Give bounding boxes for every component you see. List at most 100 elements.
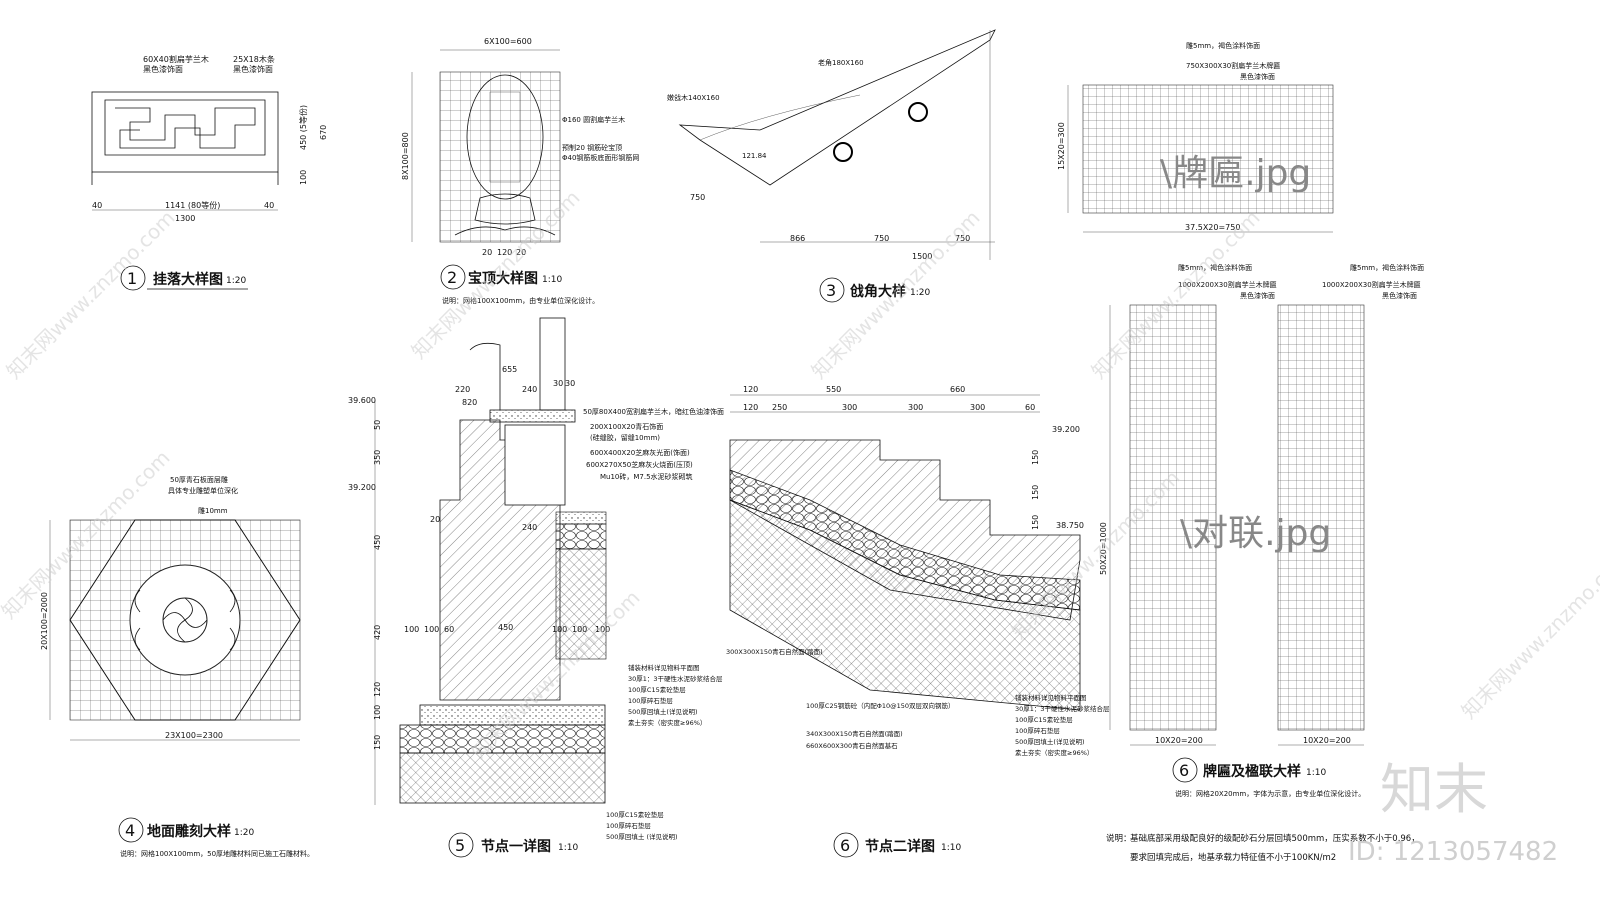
couplet-note-right-2: 1000X200X30割扁芋兰木牌匾: [1322, 280, 1421, 289]
general-note-label: 说明：: [1106, 833, 1132, 844]
v5-bottom-layer-2: 100厚碎石垫层: [606, 821, 651, 830]
v6a-top2-5: 300: [970, 403, 985, 412]
view-5-number: 5: [455, 836, 465, 855]
view-1-number: 1: [127, 269, 137, 288]
v5-callout-2: 200X100X20青石饰面: [590, 422, 663, 431]
v6a-layer-4: 100厚碎石垫层: [1015, 726, 1060, 735]
view-number-circle-5: [448, 832, 474, 858]
v3-dim-4: 1500: [912, 252, 932, 261]
view-6a-number: 6: [840, 836, 850, 855]
v5-top-3: 240: [522, 385, 537, 394]
v6a-side-2: 150: [1031, 485, 1040, 500]
watermark-8: 知末网www.znzmo.com: [1457, 546, 1600, 724]
brand-logo: 知末: [1380, 758, 1488, 821]
view-number-circle-4: [118, 817, 144, 843]
v5-top-5: 30: [565, 379, 575, 388]
v5-callout-6: Mu10砖，M7.5水泥砂浆砌筑: [600, 472, 693, 481]
v2-bottom-2: 120: [497, 248, 512, 257]
v2-note-2: 预制20 钢筋砼宝顶: [562, 143, 622, 152]
dim-v1-1: 1141 (80等份): [165, 200, 220, 210]
v5-callout-1: 50厚80X400宽割扁芋兰木，暗红色油漆饰面: [583, 407, 724, 416]
v6a-top-1: 120: [743, 385, 758, 394]
view-2-finial-detail: 6X100=600 8X100=800 Φ160 圆割扁芋兰木 预制20 钢筋砼…: [401, 37, 639, 305]
v5-inner-4: 100: [424, 625, 439, 634]
view-1-title: 挂落大样图: [153, 271, 223, 288]
v4-note: 说明：网格100X100mm，50厚地雕材料同已施工石雕材料。: [120, 849, 314, 858]
view-5-title: 节点一详图: [481, 838, 551, 855]
v5-layer-3: 100厚C15素砼垫层: [628, 685, 686, 694]
couplet-bottom-dim-right: 10X20=200: [1303, 736, 1351, 745]
v4-note-3: 雕10mm: [198, 506, 228, 515]
note-v1-3: 25X18木条: [233, 54, 275, 64]
v5-bottom-layer-3: 500厚回填土 (详见说明): [606, 832, 678, 841]
couplet-note-left-3: 黑色漆饰面: [1240, 291, 1275, 300]
watermark-1: 知末网www.znzmo.com: [2, 206, 180, 384]
v2-note: 说明：网格100X100mm，由专业单位深化设计。: [442, 296, 599, 305]
v6a-callout-2: 100厚C25钢筋砼（内配Φ10@150双层双向钢筋）: [806, 701, 955, 710]
couplet-bottom-dim-left: 10X20=200: [1155, 736, 1203, 745]
v5-layer-1: 铺装材料详见物料平面图: [628, 663, 700, 672]
v6a-top2-6: 60: [1025, 403, 1035, 412]
view-6-node-2-stair-section: 120 550 660 120 250 300 300 300 60 39.20…: [726, 385, 1110, 858]
v2-bottom-3: 20: [516, 248, 526, 257]
v6a-layer-6: 素土夯实（密实度≥96%）: [1015, 748, 1093, 757]
v5-inner-8: 100: [572, 625, 587, 634]
general-note: 说明： 基础底部采用级配良好的级配砂石分层回填500mm，压实系数不小于0.96…: [1106, 833, 1420, 863]
view-6b-number: 6: [1179, 761, 1189, 780]
view-number-circle-3: [819, 277, 845, 303]
view-number-circle-6a: [833, 832, 859, 858]
dim-v1-7: 100: [299, 170, 308, 185]
v4-note-1: 50厚青石板面层雕: [170, 475, 228, 484]
v5-level-1: 39.600: [348, 396, 376, 405]
v2-note-3: Φ40钢筋板底面形钢筋网: [562, 153, 639, 162]
couplet-image-text: \对联.jpg: [1180, 513, 1331, 554]
v5-side-5: 120: [373, 682, 382, 697]
v6a-top-2: 550: [826, 385, 841, 394]
dim-v1-6: 670: [319, 125, 328, 140]
v5-side-2: 350: [373, 450, 382, 465]
view-4-scale: 1:20: [234, 828, 254, 838]
v6a-layer-2: 30厚1：3干硬性水泥砂浆结合层: [1015, 704, 1110, 713]
plaque-note-2: 750X300X30割扁芋兰木牌匾: [1186, 61, 1280, 70]
view-5-scale: 1:10: [558, 843, 578, 853]
v5-top-4: 30: [553, 379, 563, 388]
v5-inner-5: 60: [444, 625, 454, 634]
view-number-circle-1: [120, 265, 146, 291]
view-4-ground-carving-detail: 50厚青石板面层雕 具体专业雕塑单位深化 雕10mm 20X100=2000 2…: [40, 475, 314, 858]
view-number-circle-6b: [1172, 757, 1198, 783]
v5-top-2: 220: [455, 385, 470, 394]
v6a-level-2: 38.750: [1056, 521, 1084, 530]
view-6a-title: 节点二详图: [865, 838, 935, 855]
v5-callout-3: (硅缝胶，留缝10mm): [590, 433, 660, 442]
view-3-scale: 1:20: [910, 288, 930, 298]
v3-dim-2: 750: [874, 234, 889, 243]
v3-note-3: 121.84: [742, 152, 767, 160]
dim-v1-5: 450 (5等份): [298, 105, 308, 150]
plaque-side-dim: 15X20=300: [1057, 122, 1066, 170]
v6a-layer-1: 铺装材料详见物料平面图: [1015, 693, 1087, 702]
couplet-note-right-3: 黑色漆饰面: [1382, 291, 1417, 300]
v5-inner-9: 100: [595, 625, 610, 634]
v3-dim-3: 750: [955, 234, 970, 243]
v5-inner-3: 100: [404, 625, 419, 634]
v2-side-dim: 8X100=800: [401, 132, 410, 180]
view-1-scale: 1:20: [226, 276, 246, 286]
dim-v1-3: 40: [92, 201, 102, 210]
couplet-side-dim: 50X20=1000: [1099, 522, 1108, 575]
v5-inner-7: 100: [552, 625, 567, 634]
v5-layer-4: 100厚碎石垫层: [628, 696, 673, 705]
note-v1-2: 黑色漆饰面: [143, 64, 183, 74]
v6a-callout-4: 660X600X300青石自然面基石: [806, 741, 898, 750]
couplet-note-left-2: 1000X200X30割扁芋兰木牌匾: [1178, 280, 1277, 289]
v5-layer-6: 素土夯实（密实度≥96%）: [628, 718, 706, 727]
v3-dim-1: 866: [790, 234, 805, 243]
v2-top-dim: 6X100=600: [484, 37, 532, 46]
v2-bottom-1: 20: [482, 248, 492, 257]
v6a-top2-3: 300: [842, 403, 857, 412]
note-v1-4: 黑色漆饰面: [233, 64, 273, 74]
view-4-title: 地面雕刻大样: [147, 823, 231, 840]
v6a-layer-5: 500厚回填土(详见说明): [1015, 737, 1084, 746]
v6a-layer-3: 100厚C15素砼垫层: [1015, 715, 1073, 724]
view-6b-scale: 1:10: [1306, 768, 1326, 778]
